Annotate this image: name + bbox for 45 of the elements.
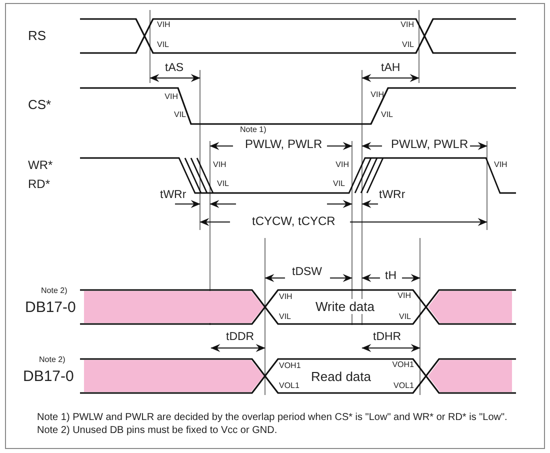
note-marker: Note 2) — [41, 287, 68, 295]
signal-name: CS* — [28, 98, 52, 111]
timing-label: tAS — [165, 63, 184, 74]
timing-label: tDDR — [226, 332, 254, 344]
note-marker: Note 1) — [240, 126, 266, 134]
voltage-level-label: VIH — [398, 292, 411, 300]
voltage-level-label: VIL — [217, 180, 230, 188]
timing-label: tWRr — [160, 190, 186, 202]
signal-name: DB17-0 — [25, 300, 76, 315]
timing-label: tAH — [381, 63, 400, 74]
timing-label: tDSW — [292, 267, 322, 278]
timing-label: PWLW, PWLR — [245, 138, 322, 150]
voltage-level-label: VOH1 — [279, 362, 301, 370]
voltage-level-label: VIH — [494, 161, 508, 169]
signal-name: RD* — [28, 178, 50, 190]
signal-name: DB17-0 — [23, 369, 74, 384]
voltage-level-label: VIH — [400, 21, 414, 29]
voltage-level-label: VIH — [279, 293, 292, 301]
voltage-level-label: VOL1 — [394, 382, 414, 390]
data-label: Read data — [311, 369, 371, 384]
timing-label: tDHR — [373, 332, 402, 344]
data-label: Write data — [316, 299, 374, 314]
voltage-level-label: VOH1 — [392, 361, 414, 369]
timing-label: tCYCW, tCYCR — [252, 215, 336, 227]
voltage-level-label: VIL — [402, 41, 414, 49]
timing-label: tWRr — [379, 190, 406, 202]
voltage-level-label: VIH — [157, 21, 170, 29]
voltage-level-label: VIL — [381, 111, 394, 119]
voltage-level-label: VIH — [336, 161, 349, 169]
signal-name: RS — [28, 29, 46, 42]
note-marker: Note 2) — [39, 356, 66, 364]
signal-name: WR* — [28, 159, 53, 171]
voltage-level-label: VIL — [174, 111, 186, 119]
note-text: Note 1) PWLW and PWLR are decided by the overlap period when CS* is "Low" and WR* or RD* is "Low". — [37, 413, 508, 423]
voltage-level-label: VOL1 — [279, 382, 300, 390]
voltage-level-label: VIL — [157, 41, 170, 49]
voltage-level-label: VIL — [332, 180, 345, 188]
voltage-level-label: VIH — [213, 161, 226, 169]
voltage-level-label: VIL — [398, 313, 411, 321]
timing-label: tH — [385, 271, 396, 282]
voltage-level-label: VIH — [370, 91, 384, 99]
note-text: Note 2) Unused DB pins must be fixed to Vcc or GND. — [37, 426, 278, 436]
voltage-level-label: VIL — [279, 313, 292, 321]
timing-label: PWLW, PWLR — [391, 138, 468, 150]
voltage-level-label: VIH — [164, 93, 178, 101]
